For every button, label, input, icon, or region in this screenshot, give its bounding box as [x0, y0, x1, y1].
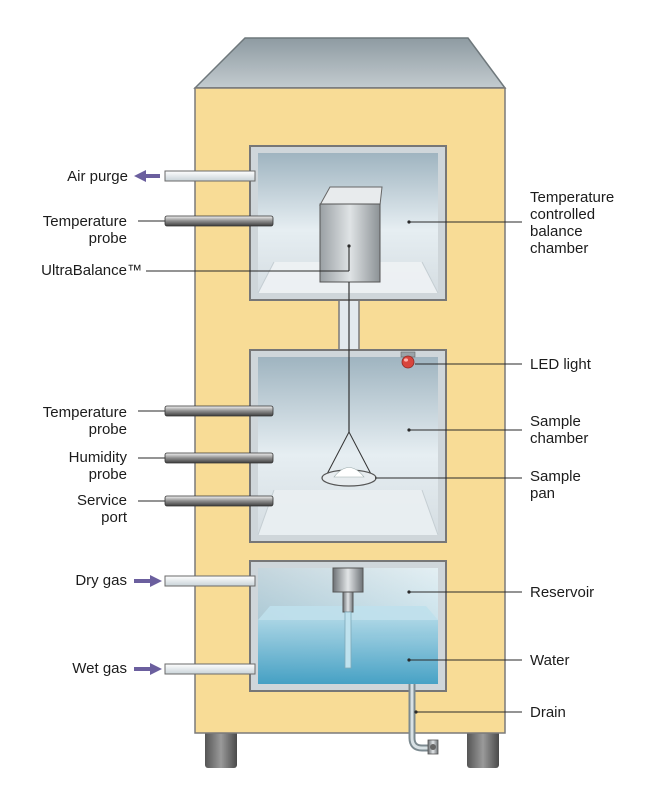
label-line: balance — [530, 223, 583, 240]
label-service-port: Service port — [77, 492, 127, 526]
ports — [164, 170, 274, 675]
label-line: Sample — [530, 468, 581, 485]
flow-arrows — [134, 170, 162, 675]
label-line: Humidity — [68, 449, 127, 466]
drain-pipe — [408, 684, 439, 755]
label-humidity-probe: Humidity probe — [69, 449, 127, 483]
feet — [205, 730, 499, 768]
label-reservoir: Reservoir — [530, 584, 595, 601]
air-purge-tube — [164, 170, 256, 182]
label-line: controlled — [530, 206, 596, 223]
label-dry-gas: Dry gas — [75, 572, 127, 589]
label-water: Water — [530, 652, 570, 669]
wet-gas-arrow-icon — [134, 663, 162, 675]
leader-dots — [347, 220, 418, 714]
label-air-purge: Air purge — [67, 168, 128, 185]
service-port — [164, 495, 274, 507]
label-line: chamber — [530, 430, 589, 447]
label-line: Sample — [530, 413, 581, 430]
label-led-light: LED light — [530, 356, 591, 373]
humidity-probe — [164, 452, 274, 464]
foot-right — [467, 730, 499, 768]
label-drain: Drain — [530, 704, 566, 721]
label-wet-gas: Wet gas — [72, 660, 127, 677]
label-line: probe — [88, 466, 127, 483]
label-line: Service — [76, 492, 127, 509]
sample-pan — [321, 431, 377, 487]
label-balance-chamber: Temperature controlled balance chamber — [530, 189, 614, 257]
led-light — [400, 351, 416, 369]
foot-left — [205, 730, 237, 768]
label-line: probe — [88, 421, 127, 438]
label-line: pan — [530, 485, 556, 502]
air-purge-arrow-icon — [134, 170, 160, 182]
label-line: probe — [88, 230, 127, 247]
reservoir-valve — [332, 567, 364, 669]
ultrabalance-unit — [319, 186, 383, 283]
housing-roof — [193, 37, 507, 89]
label-line: chamber — [530, 240, 589, 257]
temperature-probe-top — [164, 215, 274, 227]
label-line: Temperature — [42, 213, 127, 230]
label-temperature-probe-top: Temperature probe — [43, 213, 127, 247]
label-ultrabalance: UltraBalance™ — [41, 262, 142, 279]
dry-gas-tube — [164, 575, 256, 587]
label-line: Temperature — [42, 404, 127, 421]
sample-chamber — [249, 349, 447, 543]
dry-gas-arrow-icon — [134, 575, 162, 587]
label-sample-pan: Sample pan — [530, 468, 581, 502]
label-line: port — [101, 509, 127, 526]
leader-lines — [138, 220, 522, 713]
label-line: Temperature — [530, 189, 615, 206]
wet-gas-tube — [164, 663, 256, 675]
label-temperature-probe-mid: Temperature probe — [43, 404, 127, 438]
temperature-probe-mid — [164, 405, 274, 417]
label-sample-chamber: Sample chamber — [530, 413, 588, 447]
